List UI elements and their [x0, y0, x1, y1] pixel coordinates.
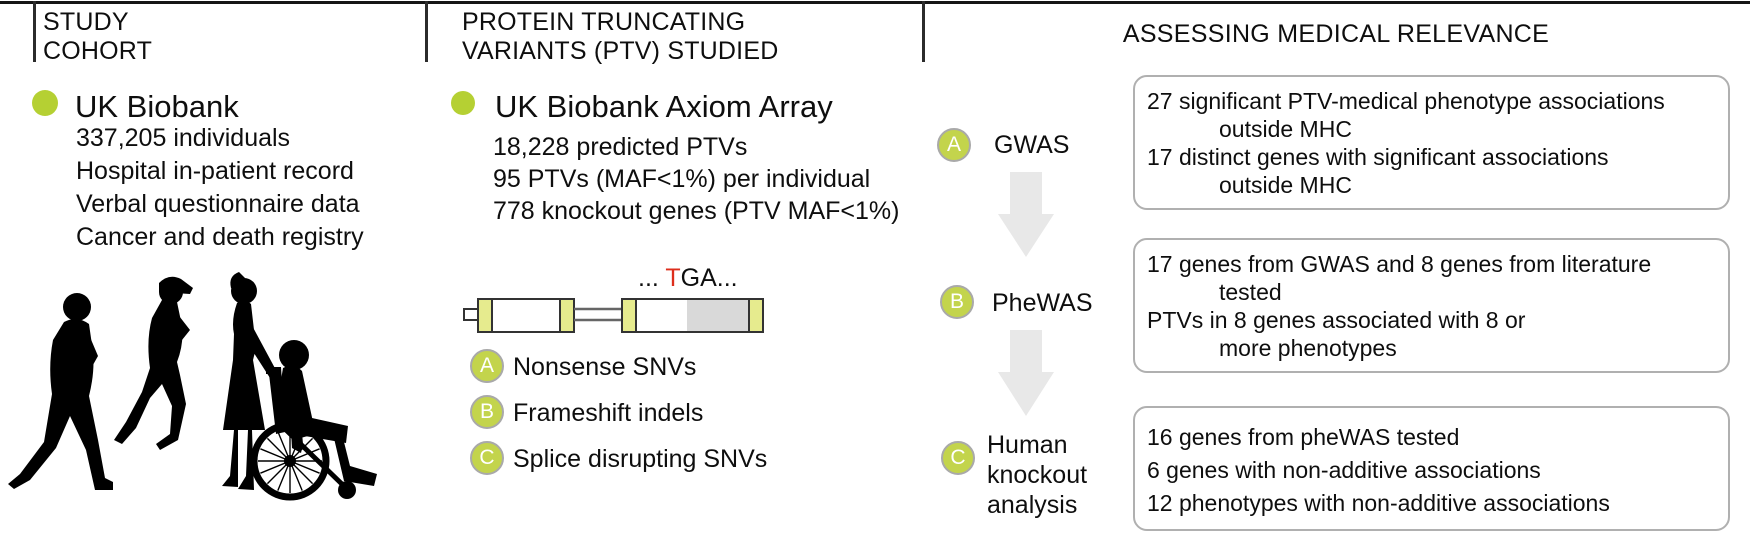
step-label-gwas: GWAS	[994, 131, 1070, 159]
step-label-line: analysis	[987, 491, 1078, 519]
result-line: 27 significant PTV-medical phenotype ass…	[1147, 88, 1665, 114]
result-line: PTVs in 8 genes associated with 8 or	[1147, 307, 1526, 333]
step-label-phewas: PheWAS	[992, 289, 1093, 317]
wheelchair-user-icon	[250, 340, 377, 501]
step-label-knockout: Human knockout analysis	[987, 430, 1087, 520]
exon-1-left-cap	[477, 298, 493, 333]
variant-type-badge-c: C	[470, 441, 504, 475]
stop-codon-label: ... TGA...	[638, 264, 738, 293]
step-badge-knockout: C	[941, 441, 975, 475]
walking-man-icon	[8, 293, 113, 490]
exon-1-right-cap	[559, 298, 575, 333]
exon-2-left-cap	[621, 298, 637, 333]
exon-1	[477, 298, 575, 333]
cohort-detail-line: Cancer and death registry	[76, 223, 364, 251]
ptv-panel-divider	[425, 1, 428, 62]
top-rule	[0, 1, 1750, 4]
result-line: outside MHC	[1219, 172, 1352, 198]
codon-prefix: ...	[638, 264, 666, 292]
variant-type-label: Frameshift indels	[513, 399, 704, 427]
result-line: 17 genes from GWAS and 8 genes from lite…	[1147, 251, 1652, 277]
result-line: tested	[1219, 279, 1282, 305]
knockout-results-box: 16 genes from pheWAS tested 6 genes with…	[1133, 406, 1730, 531]
result-line: more phenotypes	[1219, 335, 1397, 361]
cohort-detail-line: Hospital in-patient record	[76, 157, 354, 185]
woman-pushing-icon	[222, 272, 277, 490]
ptv-header-line1: PROTEIN TRUNCATING	[462, 8, 746, 36]
exon-2-right-cap	[748, 298, 764, 333]
exon-2-truncated-region	[687, 300, 750, 331]
variant-type-badge-a: A	[470, 349, 504, 383]
step-label-line: Human	[987, 431, 1068, 459]
jogger-icon	[114, 276, 193, 450]
phewas-results-box: 17 genes from GWAS and 8 genes from lite…	[1133, 238, 1730, 373]
cohort-title: UK Biobank	[75, 89, 239, 124]
ptv-detail-line: 778 knockout genes (PTV MAF<1%)	[493, 197, 900, 225]
ptv-title: UK Biobank Axiom Array	[495, 89, 833, 124]
relevance-panel-divider	[922, 1, 925, 62]
result-line: 17 distinct genes with significant assoc…	[1147, 144, 1609, 170]
result-line: 16 genes from pheWAS tested	[1147, 424, 1460, 450]
codon-suffix: GA...	[680, 264, 738, 292]
relevance-panel-header: ASSESSING MEDICAL RELEVANCE	[1122, 20, 1550, 48]
cohort-header-line1: STUDY	[43, 8, 129, 36]
step-badge-gwas: A	[937, 128, 971, 162]
ptv-bullet-icon	[451, 91, 475, 115]
cohort-detail-line: Verbal questionnaire data	[76, 190, 360, 218]
cohort-detail-line: 337,205 individuals	[76, 124, 291, 152]
down-arrow-icon	[998, 172, 1054, 257]
ptv-detail-line: 95 PTVs (MAF<1%) per individual	[493, 165, 871, 193]
ptv-detail-line: 18,228 predicted PTVs	[493, 133, 748, 161]
result-line: 12 phenotypes with non-additive associat…	[1147, 490, 1610, 516]
step-label-line: knockout	[987, 461, 1088, 489]
variant-type-label: Nonsense SNVs	[513, 353, 697, 381]
cohort-bullet-icon	[32, 90, 58, 116]
population-silhouettes	[8, 272, 377, 501]
variant-type-badge-b: B	[470, 395, 504, 429]
result-line: outside MHC	[1219, 116, 1352, 142]
gene-structure-diagram	[463, 298, 764, 333]
gwas-results-box: 27 significant PTV-medical phenotype ass…	[1133, 75, 1730, 210]
stop-codon-letter: T	[665, 264, 681, 292]
cohort-header-line2: COHORT	[43, 37, 153, 65]
ptv-header-line2: VARIANTS (PTV) STUDIED	[462, 37, 779, 65]
cohort-details: 337,205 individuals Hospital in-patient …	[76, 122, 364, 254]
down-arrow-icon	[998, 330, 1054, 416]
cohort-panel-tick	[33, 1, 36, 62]
step-badge-phewas: B	[940, 285, 974, 319]
result-line: 6 genes with non-additive associations	[1147, 457, 1541, 483]
variant-type-label: Splice disrupting SNVs	[513, 445, 768, 473]
ptv-details: 18,228 predicted PTVs 95 PTVs (MAF<1%) p…	[493, 131, 899, 227]
